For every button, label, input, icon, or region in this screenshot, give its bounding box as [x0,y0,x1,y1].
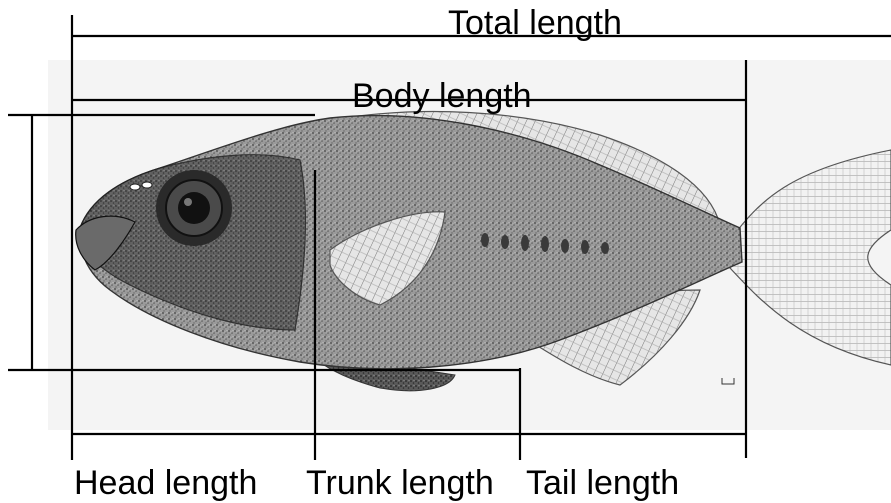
body-length-label: Body length [352,77,532,115]
fish-nostril [142,182,152,188]
total-length-label: Total length [448,4,622,42]
fish-nostril [130,184,140,190]
head-length-label: Head length [74,464,257,502]
fish-eye [156,170,232,246]
tail-length-label: Tail length [526,464,679,502]
trunk-length-label: Trunk length [306,464,494,502]
